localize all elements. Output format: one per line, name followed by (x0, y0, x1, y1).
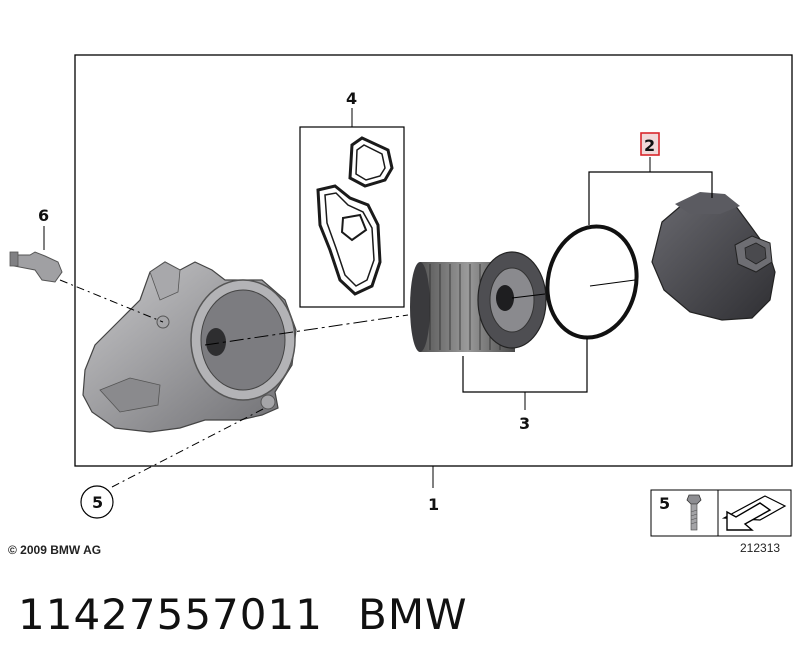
callout-5-circle (80, 485, 114, 519)
axis-line-ring (589, 279, 636, 287)
cap-hex-nut (734, 235, 773, 273)
part-number: 11427557011 (18, 590, 323, 639)
callout-2-highlight (640, 132, 660, 156)
bolt-icon (686, 494, 702, 531)
gasket-small-inner (355, 144, 386, 181)
gasket-large-hole (340, 213, 368, 242)
legend-callout-5: 5 (659, 494, 670, 513)
oil-sensor (9, 251, 63, 283)
callout-2: 2 (644, 136, 655, 155)
callout-1: 1 (428, 495, 439, 514)
arrow-icon (721, 495, 787, 531)
o-ring (545, 224, 639, 340)
filter-center-hole (496, 285, 514, 311)
diagram-id: 212313 (740, 541, 780, 555)
gasket-set (316, 136, 394, 296)
callout-4: 4 (346, 89, 357, 108)
gasket-large-inner (324, 192, 375, 287)
brand-name: BMW (358, 590, 468, 639)
gasket-large (316, 184, 382, 296)
axis-line-housing-filter (204, 314, 409, 346)
filter-cover-cap (651, 192, 776, 321)
housing-center-tube (206, 328, 226, 356)
housing-mouth-inner (200, 289, 286, 391)
copyright-text: © 2009 BMW AG (8, 543, 101, 557)
legend-box: 5 (650, 489, 792, 537)
oil-filter-housing (82, 261, 297, 433)
gasket-small (348, 136, 394, 188)
dash-line-sensor (59, 279, 164, 323)
filter-element (410, 251, 547, 352)
callout-6: 6 (38, 206, 49, 225)
callout-5: 5 (92, 493, 103, 512)
housing-bolt-boss (260, 394, 276, 410)
axis-line-filter-cap (511, 293, 546, 299)
callout-3: 3 (519, 414, 530, 433)
